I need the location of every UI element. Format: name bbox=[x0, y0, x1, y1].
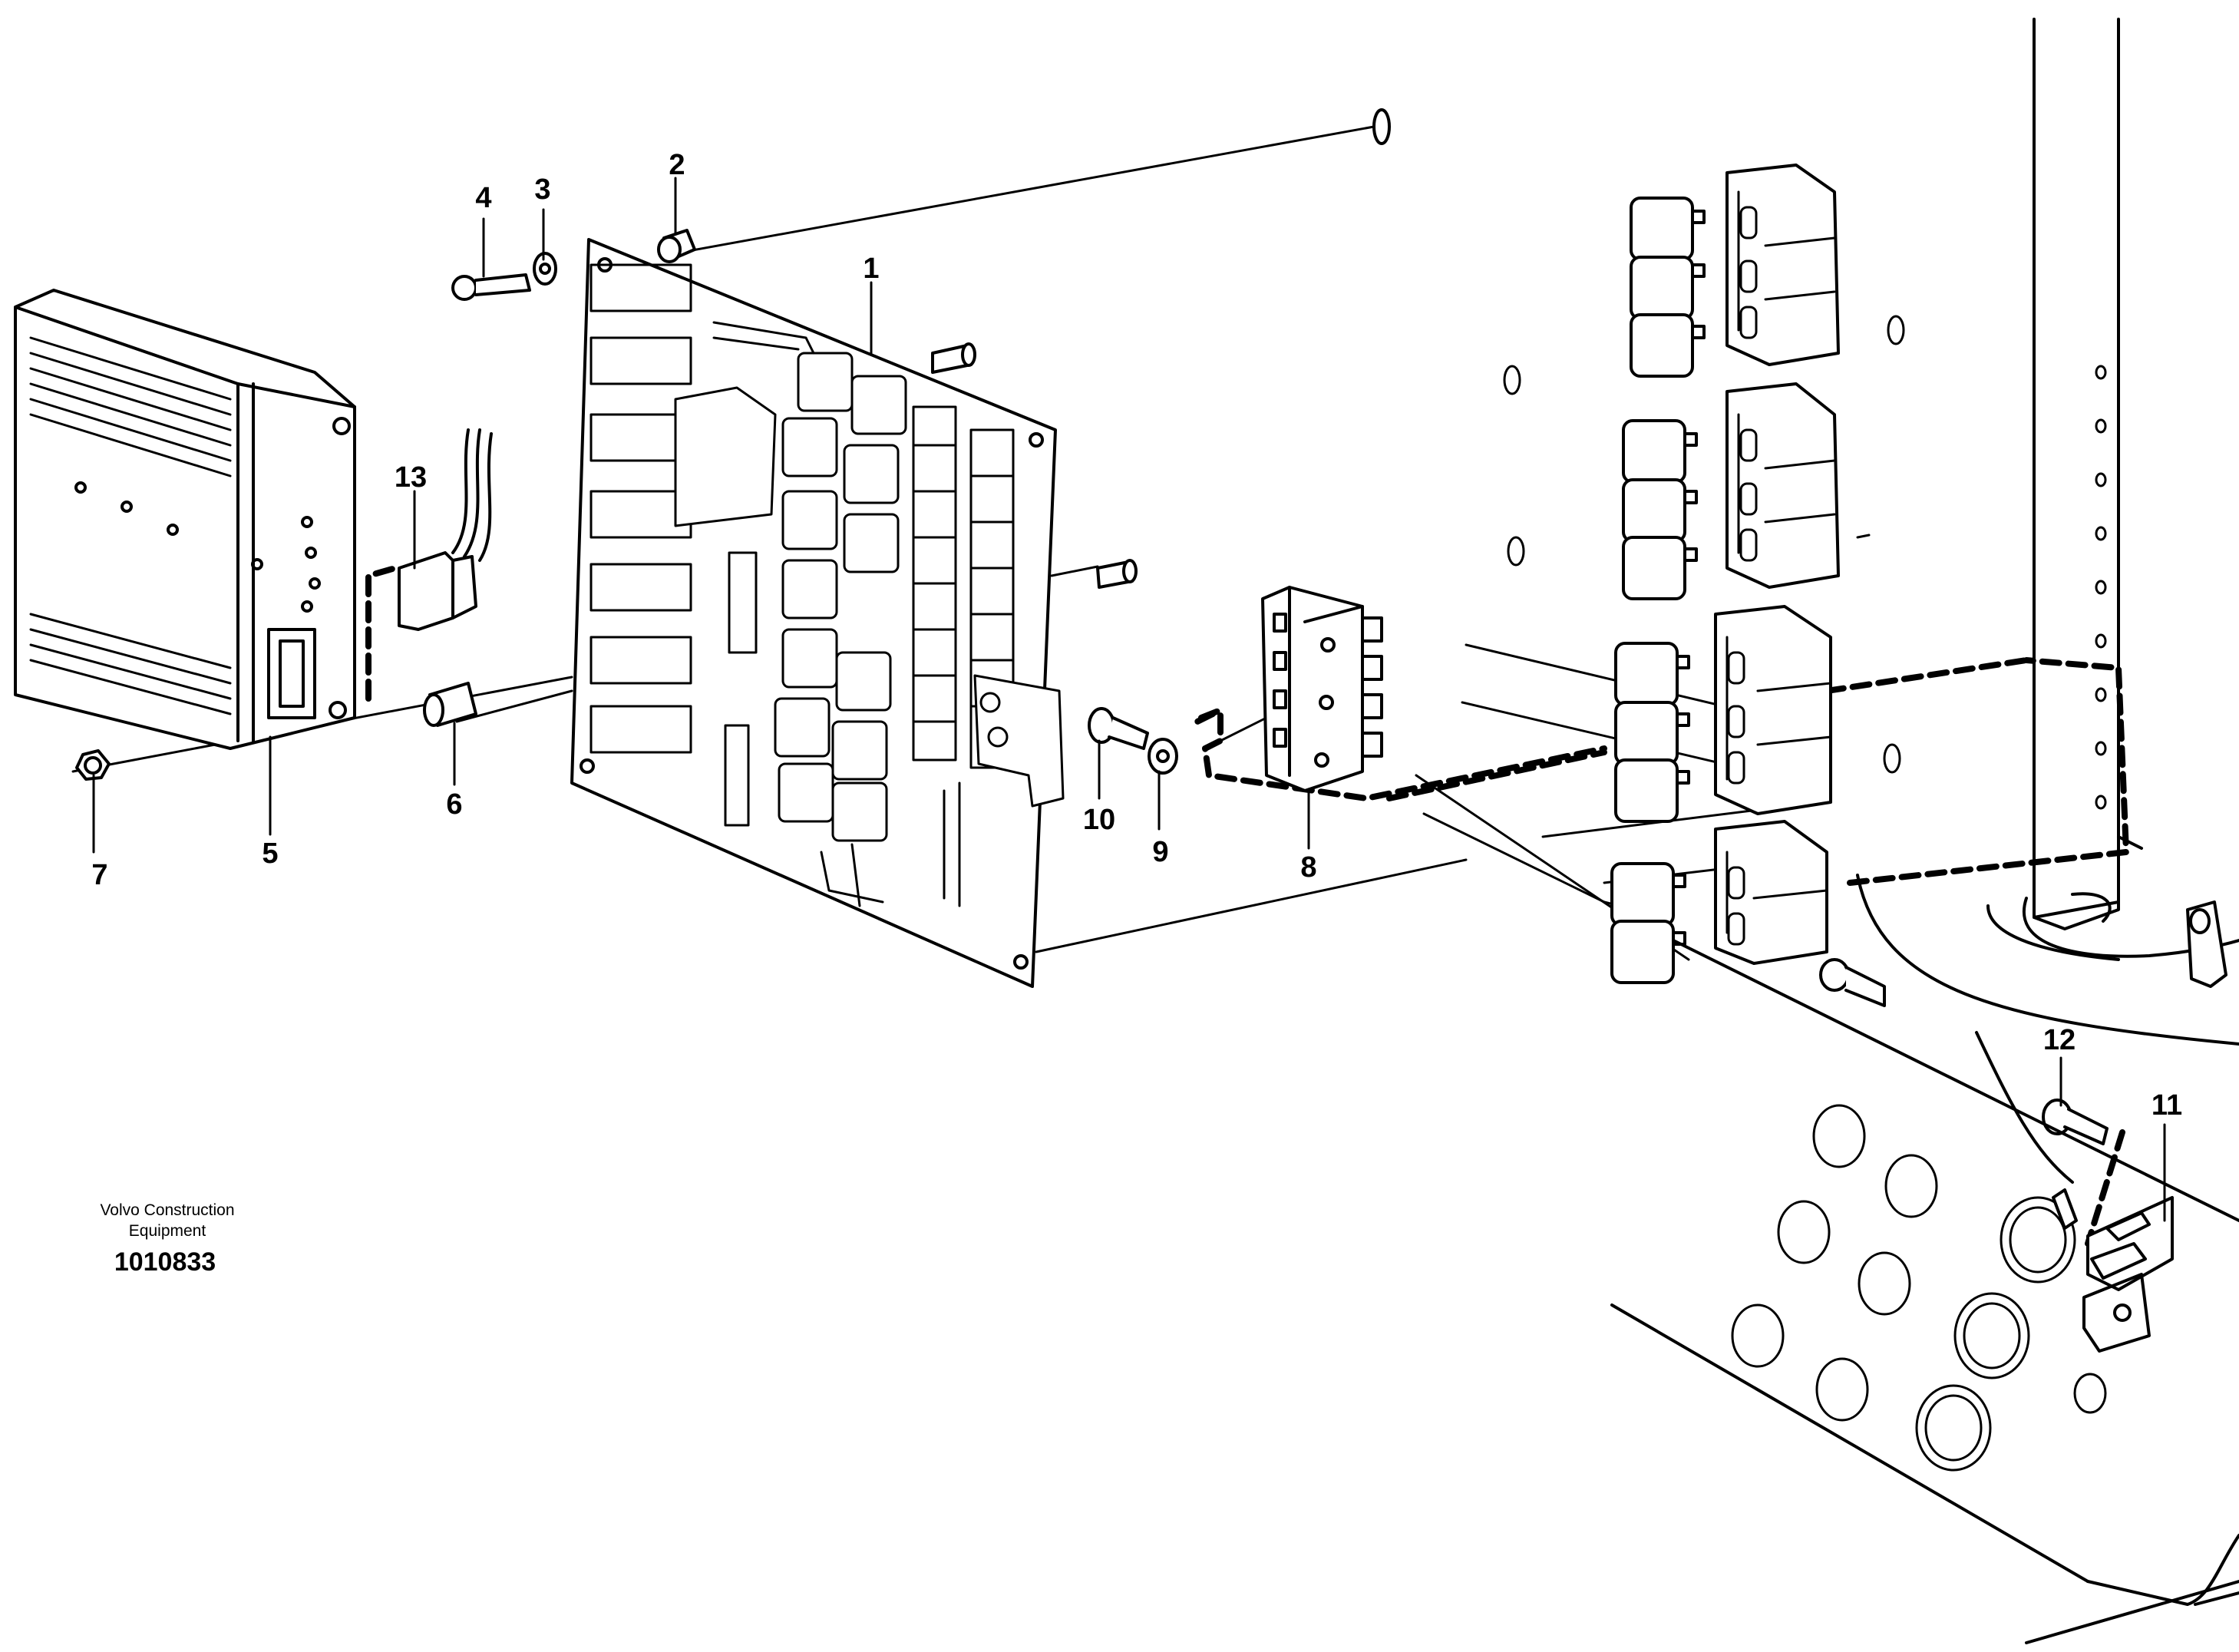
credit-division: Equipment bbox=[128, 1222, 206, 1240]
credit-company: Volvo Construction bbox=[100, 1201, 235, 1219]
hardware bbox=[75, 108, 2109, 1145]
assembly-lines bbox=[71, 125, 2129, 1247]
instrument-panel bbox=[1610, 939, 2239, 1644]
callout-1: 1 bbox=[863, 253, 880, 285]
connector-block-8 bbox=[1261, 586, 1383, 792]
callout-2: 2 bbox=[669, 149, 685, 181]
callout-6: 6 bbox=[446, 788, 463, 821]
relay-backplate bbox=[1461, 315, 1905, 884]
relay-sockets bbox=[1714, 164, 1840, 965]
callout-11: 11 bbox=[2151, 1089, 2183, 1122]
callout-9: 9 bbox=[1152, 836, 1169, 868]
callout-8: 8 bbox=[1300, 851, 1317, 884]
callout-12: 12 bbox=[2043, 1024, 2076, 1056]
callout-5: 5 bbox=[262, 838, 279, 870]
vertical-post bbox=[1856, 18, 2239, 1046]
mounting-clip bbox=[2186, 900, 2227, 988]
drawing-number: 1010833 bbox=[114, 1247, 216, 1277]
callout-3: 3 bbox=[534, 173, 551, 206]
callout-13: 13 bbox=[394, 461, 428, 494]
callout-7: 7 bbox=[91, 859, 108, 891]
control-unit-5 bbox=[14, 289, 356, 750]
circuit-board-1 bbox=[570, 238, 1065, 988]
harness-connector-13 bbox=[398, 428, 493, 631]
callout-4: 4 bbox=[475, 182, 492, 214]
callout-10: 10 bbox=[1082, 804, 1116, 836]
callout-leaders bbox=[92, 177, 2166, 1222]
relay-cubes bbox=[1610, 197, 1706, 984]
